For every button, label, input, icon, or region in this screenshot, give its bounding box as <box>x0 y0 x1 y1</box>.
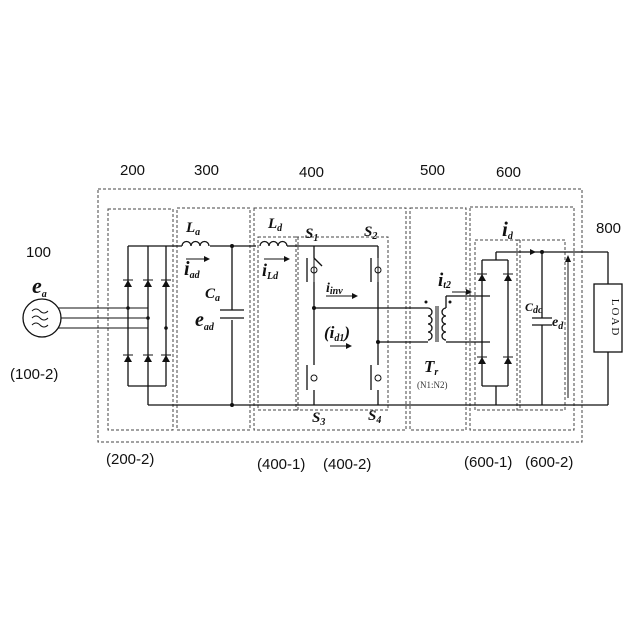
label-200-2: (200-2) <box>106 451 154 468</box>
symbol-id: id <box>502 217 514 242</box>
symbol-ead: ead <box>195 309 215 333</box>
inductor-ld <box>260 242 287 247</box>
symbol-ca: Ca <box>205 286 220 304</box>
symbol-ed: ed <box>552 315 564 332</box>
symbol-s4: S4 <box>368 408 381 426</box>
inverter-subblock-400-2 <box>296 237 388 410</box>
symbol-ild: iLd <box>262 260 279 282</box>
symbol-ea: ea <box>32 273 47 300</box>
symbol-s2: S2 <box>364 224 377 242</box>
label-600: 600 <box>496 164 521 181</box>
label-100: 100 <box>26 244 51 261</box>
symbol-it2: it2 <box>438 270 451 291</box>
label-500: 500 <box>420 162 445 179</box>
ac-source <box>23 299 148 337</box>
symbol-s1: S1 <box>305 226 318 244</box>
label-300: 300 <box>194 162 219 179</box>
label-800: 800 <box>596 220 621 237</box>
symbol-la: La <box>185 220 200 238</box>
label-400-1: (400-1) <box>257 456 305 473</box>
symbol-iinv: iinv <box>326 281 343 297</box>
inverter-block-400 <box>254 208 406 430</box>
inverter-switches <box>300 246 428 405</box>
transformer-ratio: (N1:N2) <box>417 380 448 390</box>
label-600-1: (600-1) <box>464 454 512 471</box>
symbol-ld: Ld <box>267 216 283 234</box>
label-200: 200 <box>120 162 145 179</box>
symbol-iad: iad <box>184 258 201 281</box>
symbol-id1: (id1) <box>324 323 350 344</box>
label-400-2: (400-2) <box>323 456 371 473</box>
rectifier-block-200 <box>108 209 173 430</box>
label-100-2: (100-2) <box>10 366 58 383</box>
symbol-cdc: Cdc <box>525 300 543 316</box>
symbol-s3: S3 <box>312 410 325 428</box>
label-400: 400 <box>299 164 324 181</box>
outer-system-box <box>98 189 582 442</box>
inductor-la <box>182 242 209 247</box>
label-600-2: (600-2) <box>525 454 573 471</box>
symbol-tr: Tr <box>424 357 438 378</box>
transformer <box>425 289 491 342</box>
load-label: LOAD <box>609 299 621 338</box>
